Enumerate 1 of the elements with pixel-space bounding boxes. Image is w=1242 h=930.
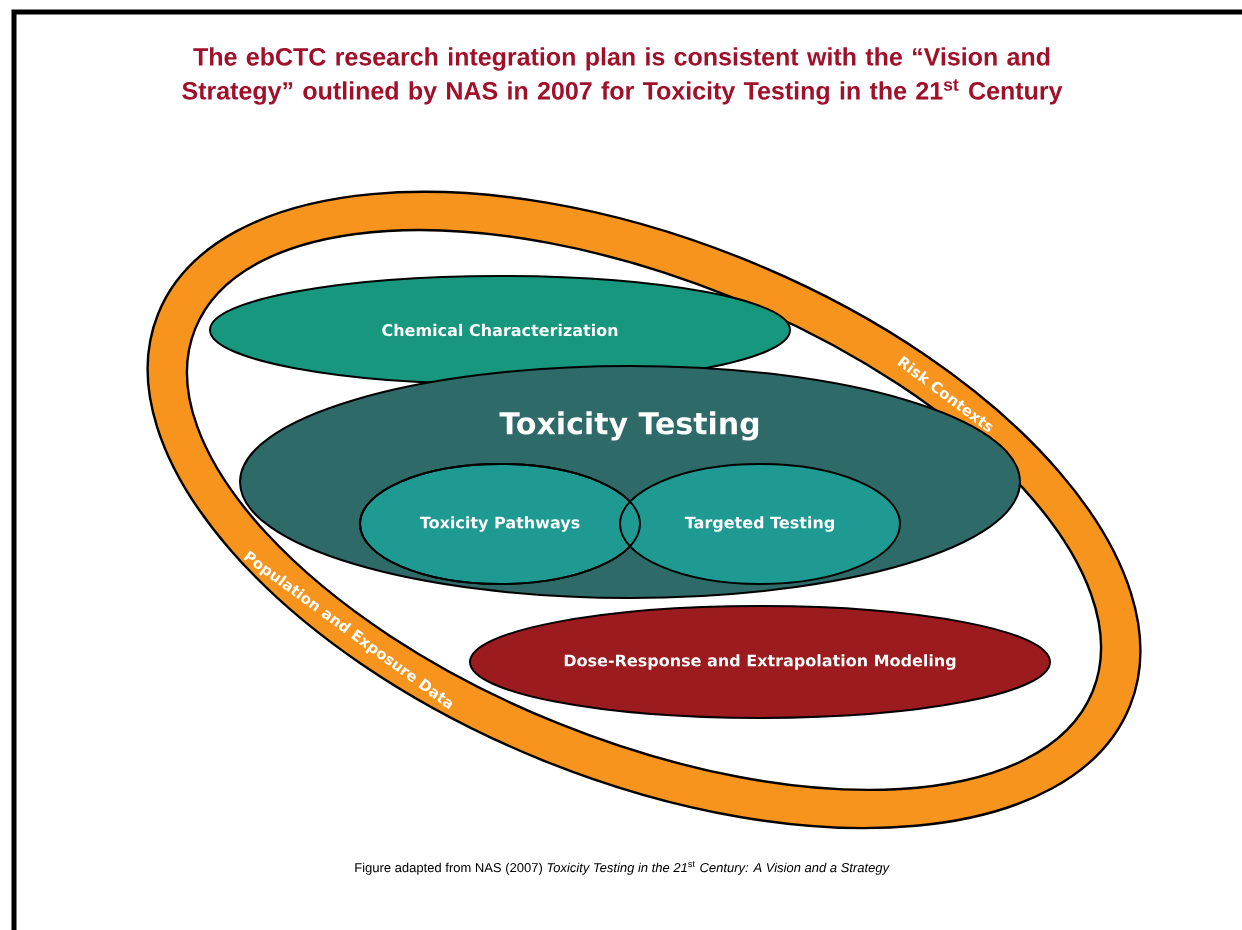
title: The ebCTC research integration plan is consistent with the “Vision and Strategy” outlined by NAS in 2007 for Toxicity Testing in the 21$^{st}$ Century [182,47,1063,105]
